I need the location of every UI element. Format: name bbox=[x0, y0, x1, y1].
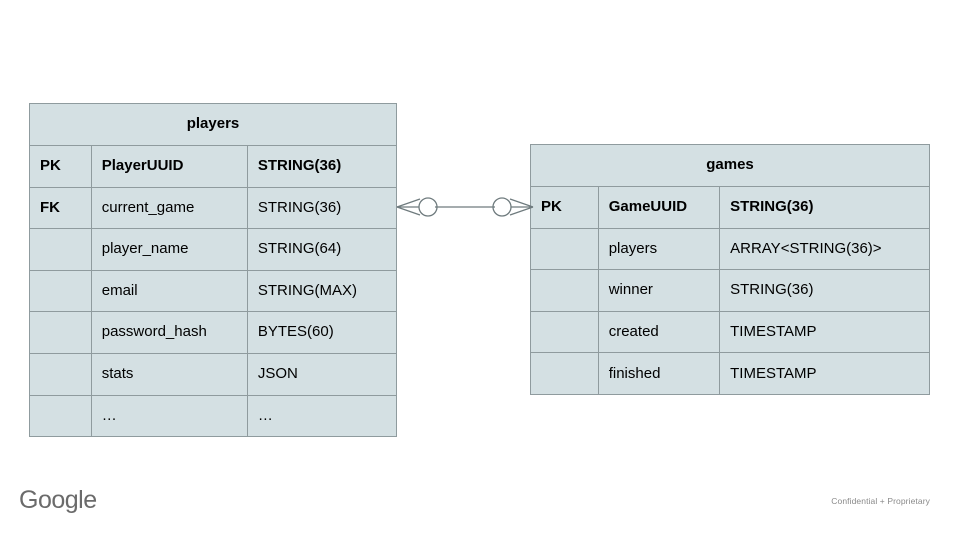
table-row: stats JSON bbox=[30, 353, 396, 396]
table-row: password_hash BYTES(60) bbox=[30, 312, 396, 354]
left-crowsfoot-upper bbox=[396, 198, 421, 208]
table-title-players: players bbox=[186, 115, 240, 133]
row-key-badge bbox=[30, 229, 92, 270]
table-title-games: games bbox=[706, 156, 754, 174]
row-field-name: email bbox=[92, 270, 248, 312]
row-key-badge bbox=[531, 311, 599, 353]
row-field-type: ARRAY<STRING(36)> bbox=[730, 239, 882, 257]
table-title-row: games bbox=[531, 145, 929, 187]
row-field-name: current_game bbox=[92, 187, 248, 229]
table-row: email STRING(MAX) bbox=[30, 270, 396, 313]
row-field-type: … bbox=[257, 407, 273, 425]
table-row: players ARRAY<STRING(36)> bbox=[531, 228, 929, 271]
row-field-name: stats bbox=[92, 353, 248, 395]
table-row: … … bbox=[30, 395, 396, 438]
row-key-badge: PK bbox=[30, 146, 92, 187]
row-field-name: player_name bbox=[92, 229, 248, 270]
row-key-badge bbox=[30, 395, 92, 438]
row-field-name: winner bbox=[599, 270, 721, 311]
right-crowsfoot-lower bbox=[509, 206, 534, 216]
row-field-name: … bbox=[92, 395, 248, 438]
row-field-name: players bbox=[599, 228, 721, 270]
left-optional-circle bbox=[418, 197, 438, 217]
relationship-connector-players-games bbox=[396, 197, 534, 217]
row-field-type: STRING(36) bbox=[730, 198, 814, 216]
row-key-badge bbox=[531, 353, 599, 395]
right-crowsfoot-upper bbox=[509, 198, 534, 208]
row-field-type: STRING(MAX) bbox=[257, 281, 358, 299]
table-row: PK PlayerUUID STRING(36) bbox=[30, 146, 396, 188]
row-field-type: STRING(64) bbox=[257, 240, 342, 258]
slide-footer: Google Confidential + Proprietary bbox=[0, 480, 960, 540]
row-key-badge bbox=[30, 312, 92, 353]
table-title-row: players bbox=[30, 104, 396, 146]
right-optional-circle bbox=[492, 197, 512, 217]
left-crowsfoot-lower bbox=[396, 206, 421, 216]
table-row: created TIMESTAMP bbox=[531, 311, 929, 354]
row-field-name: finished bbox=[599, 353, 721, 395]
row-field-type: TIMESTAMP bbox=[730, 322, 817, 340]
row-field-name: password_hash bbox=[92, 312, 248, 353]
table-row: winner STRING(36) bbox=[531, 270, 929, 312]
row-field-name: GameUUID bbox=[599, 187, 721, 228]
table-row: PK GameUUID STRING(36) bbox=[531, 187, 929, 229]
row-field-type: STRING(36) bbox=[257, 157, 342, 175]
row-key-badge bbox=[531, 270, 599, 311]
google-logo: Google bbox=[19, 486, 97, 514]
er-table-games: games PK GameUUID STRING(36) players ARR… bbox=[530, 144, 930, 395]
table-row: FK current_game STRING(36) bbox=[30, 187, 396, 230]
table-row: player_name STRING(64) bbox=[30, 229, 396, 271]
row-key-badge bbox=[30, 270, 92, 312]
row-field-name: created bbox=[599, 311, 721, 353]
row-field-type: STRING(36) bbox=[730, 281, 814, 299]
row-key-badge bbox=[30, 353, 92, 395]
row-field-name: PlayerUUID bbox=[92, 146, 248, 187]
confidential-notice: Confidential + Proprietary bbox=[831, 496, 930, 506]
row-field-type: TIMESTAMP bbox=[730, 364, 817, 382]
table-row: finished TIMESTAMP bbox=[531, 353, 929, 395]
row-field-type: BYTES(60) bbox=[257, 323, 334, 341]
row-key-badge: PK bbox=[531, 187, 599, 228]
row-field-type: STRING(36) bbox=[257, 198, 342, 216]
row-key-badge bbox=[531, 228, 599, 270]
row-key-badge: FK bbox=[30, 187, 92, 229]
row-field-type: JSON bbox=[257, 365, 298, 383]
er-table-players: players PK PlayerUUID STRING(36) FK curr… bbox=[29, 103, 397, 438]
